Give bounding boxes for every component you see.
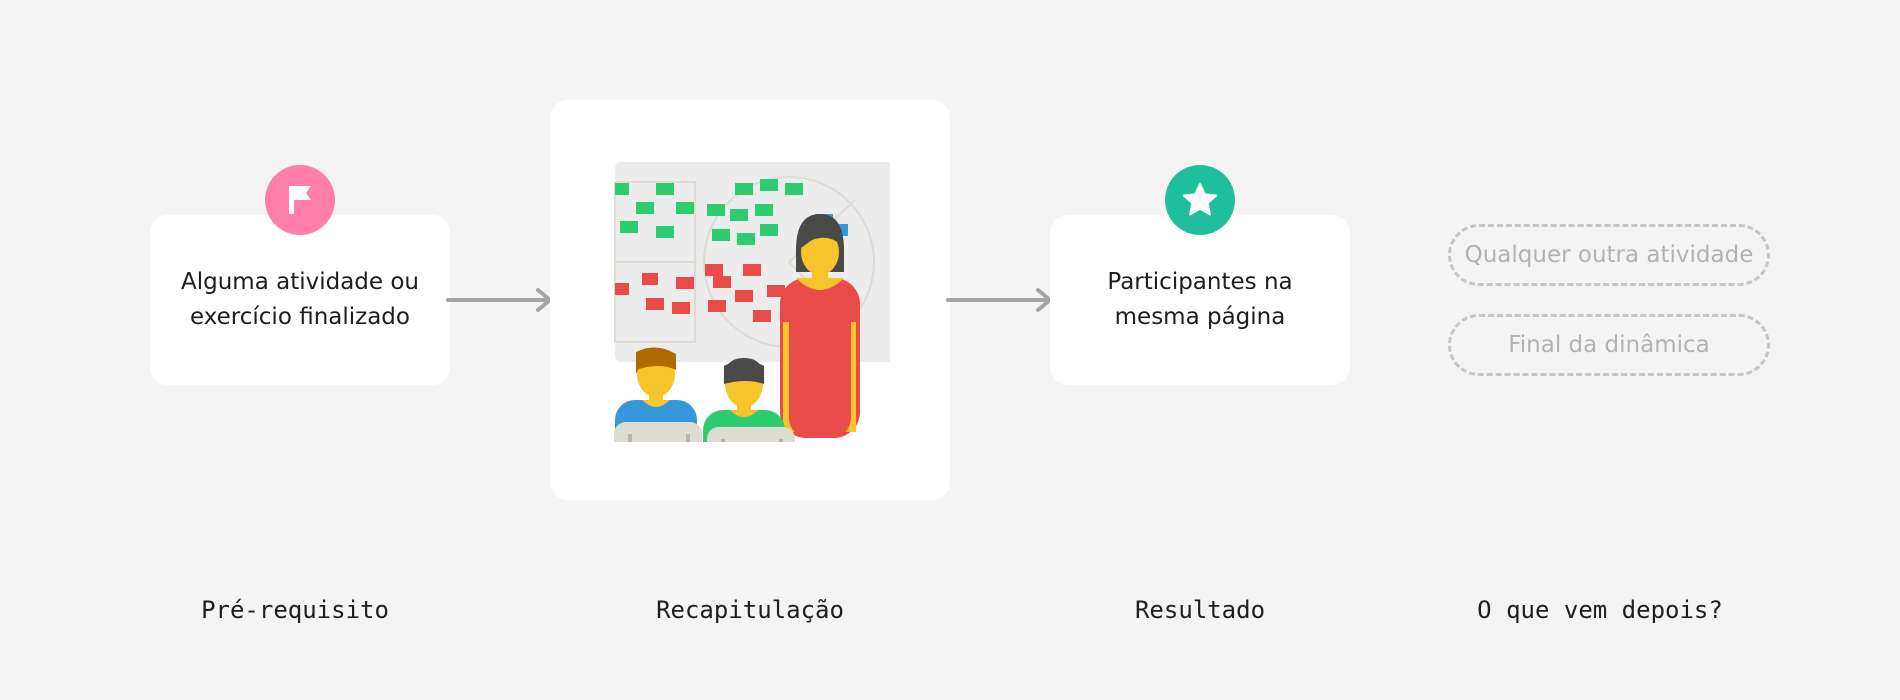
prerequisite-text: Alguma atividade ou exercício finalizado (181, 265, 419, 335)
recap-card (550, 100, 950, 500)
result-text-line1: Participantes na (1107, 269, 1293, 295)
next-option-other-activity: Qualquer outra atividade (1448, 224, 1770, 286)
stage-label-recap: Recapitulação (656, 596, 844, 624)
prerequisite-card: Alguma atividade ou exercício finalizado (150, 215, 450, 385)
stage-label-prerequisite: Pré-requisito (201, 596, 389, 624)
stage-label-result: Resultado (1134, 596, 1266, 624)
arrow-prerequisite-to-recap (446, 288, 552, 312)
result-text-line2: mesma página (1114, 304, 1286, 330)
workshop-illustration (614, 162, 890, 442)
result-card: Participantes na mesma página (1050, 215, 1350, 385)
result-text: Participantes na mesma página (1107, 265, 1292, 335)
prerequisite-text-line1: Alguma atividade ou (180, 269, 420, 295)
prerequisite-text-line2: exercício finalizado (190, 304, 410, 330)
arrow-recap-to-result (946, 288, 1052, 312)
stage-label-next: O que vem depois? (1477, 596, 1723, 624)
next-option-end-of-dynamic: Final da dinâmica (1448, 314, 1770, 376)
star-icon (1165, 165, 1235, 235)
flag-icon (265, 165, 335, 235)
